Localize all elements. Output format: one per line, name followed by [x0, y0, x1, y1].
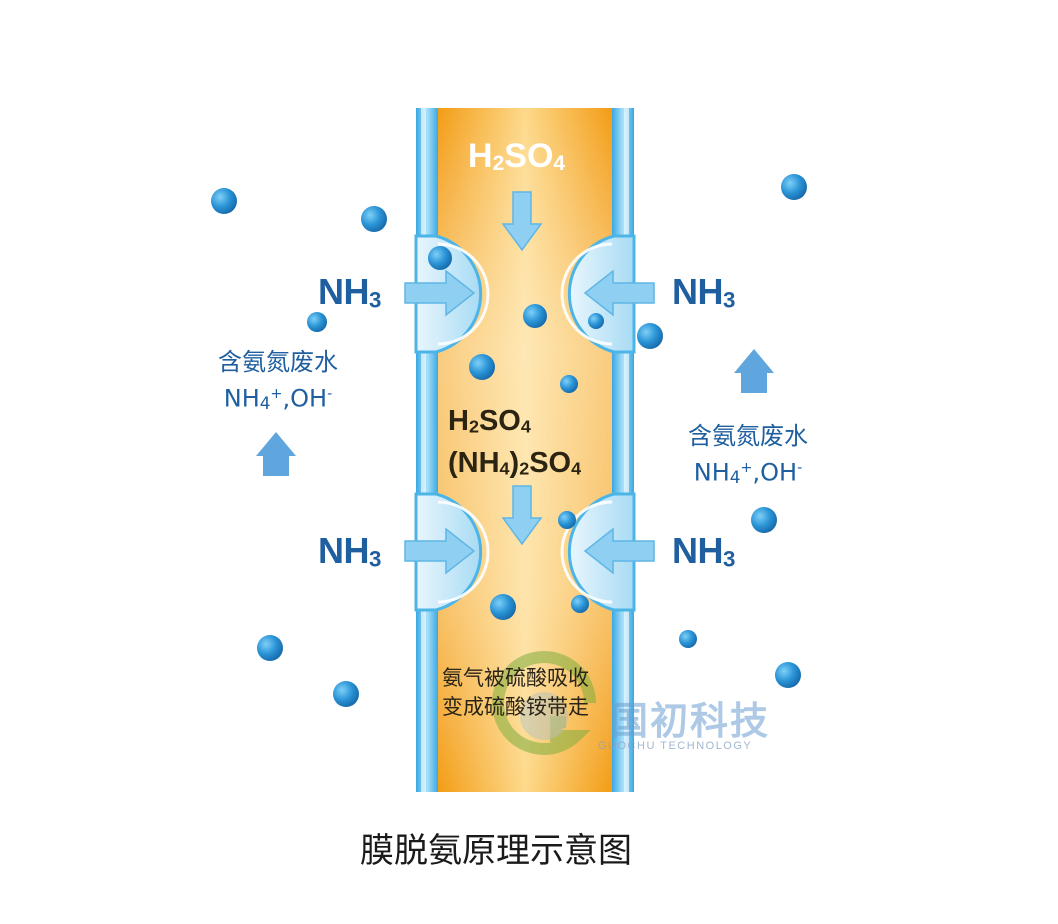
channel-reaction-formulas: H2SO4 (NH4)2SO4 — [448, 403, 581, 486]
wastewater-arrow-left — [256, 432, 296, 476]
nh3-label-left-top: NH3 — [318, 271, 381, 313]
particle — [679, 630, 697, 648]
nh3-label-right-bottom: NH3 — [672, 530, 735, 572]
particle — [523, 304, 547, 328]
ammonia-particles — [211, 174, 807, 707]
particle — [775, 662, 801, 688]
particle — [490, 594, 516, 620]
particle — [469, 354, 495, 380]
diagram-caption: 膜脱氨原理示意图 — [360, 831, 632, 871]
nh3-arrow-right-bottom — [583, 527, 655, 575]
nh3-arrow-left-top — [404, 269, 476, 317]
nh3-arrow-left-bottom — [404, 527, 476, 575]
left-membrane — [416, 108, 438, 792]
particle — [257, 635, 283, 661]
acid-flow-arrow-middle — [501, 485, 543, 546]
h2so4-inlet-label: H2SO4 — [468, 137, 566, 176]
wastewater-label-right: 含氨氮废水 NH4+,OH- — [670, 420, 826, 493]
particle — [560, 375, 578, 393]
nh3-arrow-right-top — [583, 269, 655, 317]
particle — [571, 595, 589, 613]
particle — [751, 507, 777, 533]
nh3-label-right-top: NH3 — [672, 271, 735, 313]
h2so4-formula: H2SO4 — [448, 405, 531, 437]
wastewater-ions: NH4+,OH- — [223, 384, 333, 414]
acid-flow-arrow-top — [501, 191, 543, 252]
wastewater-title: 含氨氮废水 — [688, 422, 808, 450]
particle — [361, 206, 387, 232]
particle — [558, 511, 576, 529]
particle — [781, 174, 807, 200]
wastewater-label-left: 含氨氮废水 NH4+,OH- — [200, 346, 356, 419]
absorption-line-2: 变成硫酸铵带走 — [442, 695, 589, 719]
watermark-company-english: GUOCHU TECHNOLOGY — [598, 740, 753, 752]
wastewater-title: 含氨氮废水 — [218, 348, 338, 376]
nh3-label-left-bottom: NH3 — [318, 530, 381, 572]
wastewater-ions: NH4+,OH- — [693, 458, 803, 488]
particle — [307, 312, 327, 332]
particle — [333, 681, 359, 707]
particle — [428, 246, 452, 270]
absorption-description: 氨气被硫酸吸收 变成硫酸铵带走 — [442, 664, 589, 722]
particle — [637, 323, 663, 349]
watermark-logo-mark — [492, 650, 596, 755]
particle — [211, 188, 237, 214]
wastewater-arrow-right — [734, 349, 774, 393]
absorption-line-1: 氨气被硫酸吸收 — [442, 666, 589, 690]
watermark-company-name: 国初科技 — [610, 699, 771, 743]
particle — [588, 313, 604, 329]
ammonium-sulfate-formula: (NH4)2SO4 — [448, 446, 582, 479]
